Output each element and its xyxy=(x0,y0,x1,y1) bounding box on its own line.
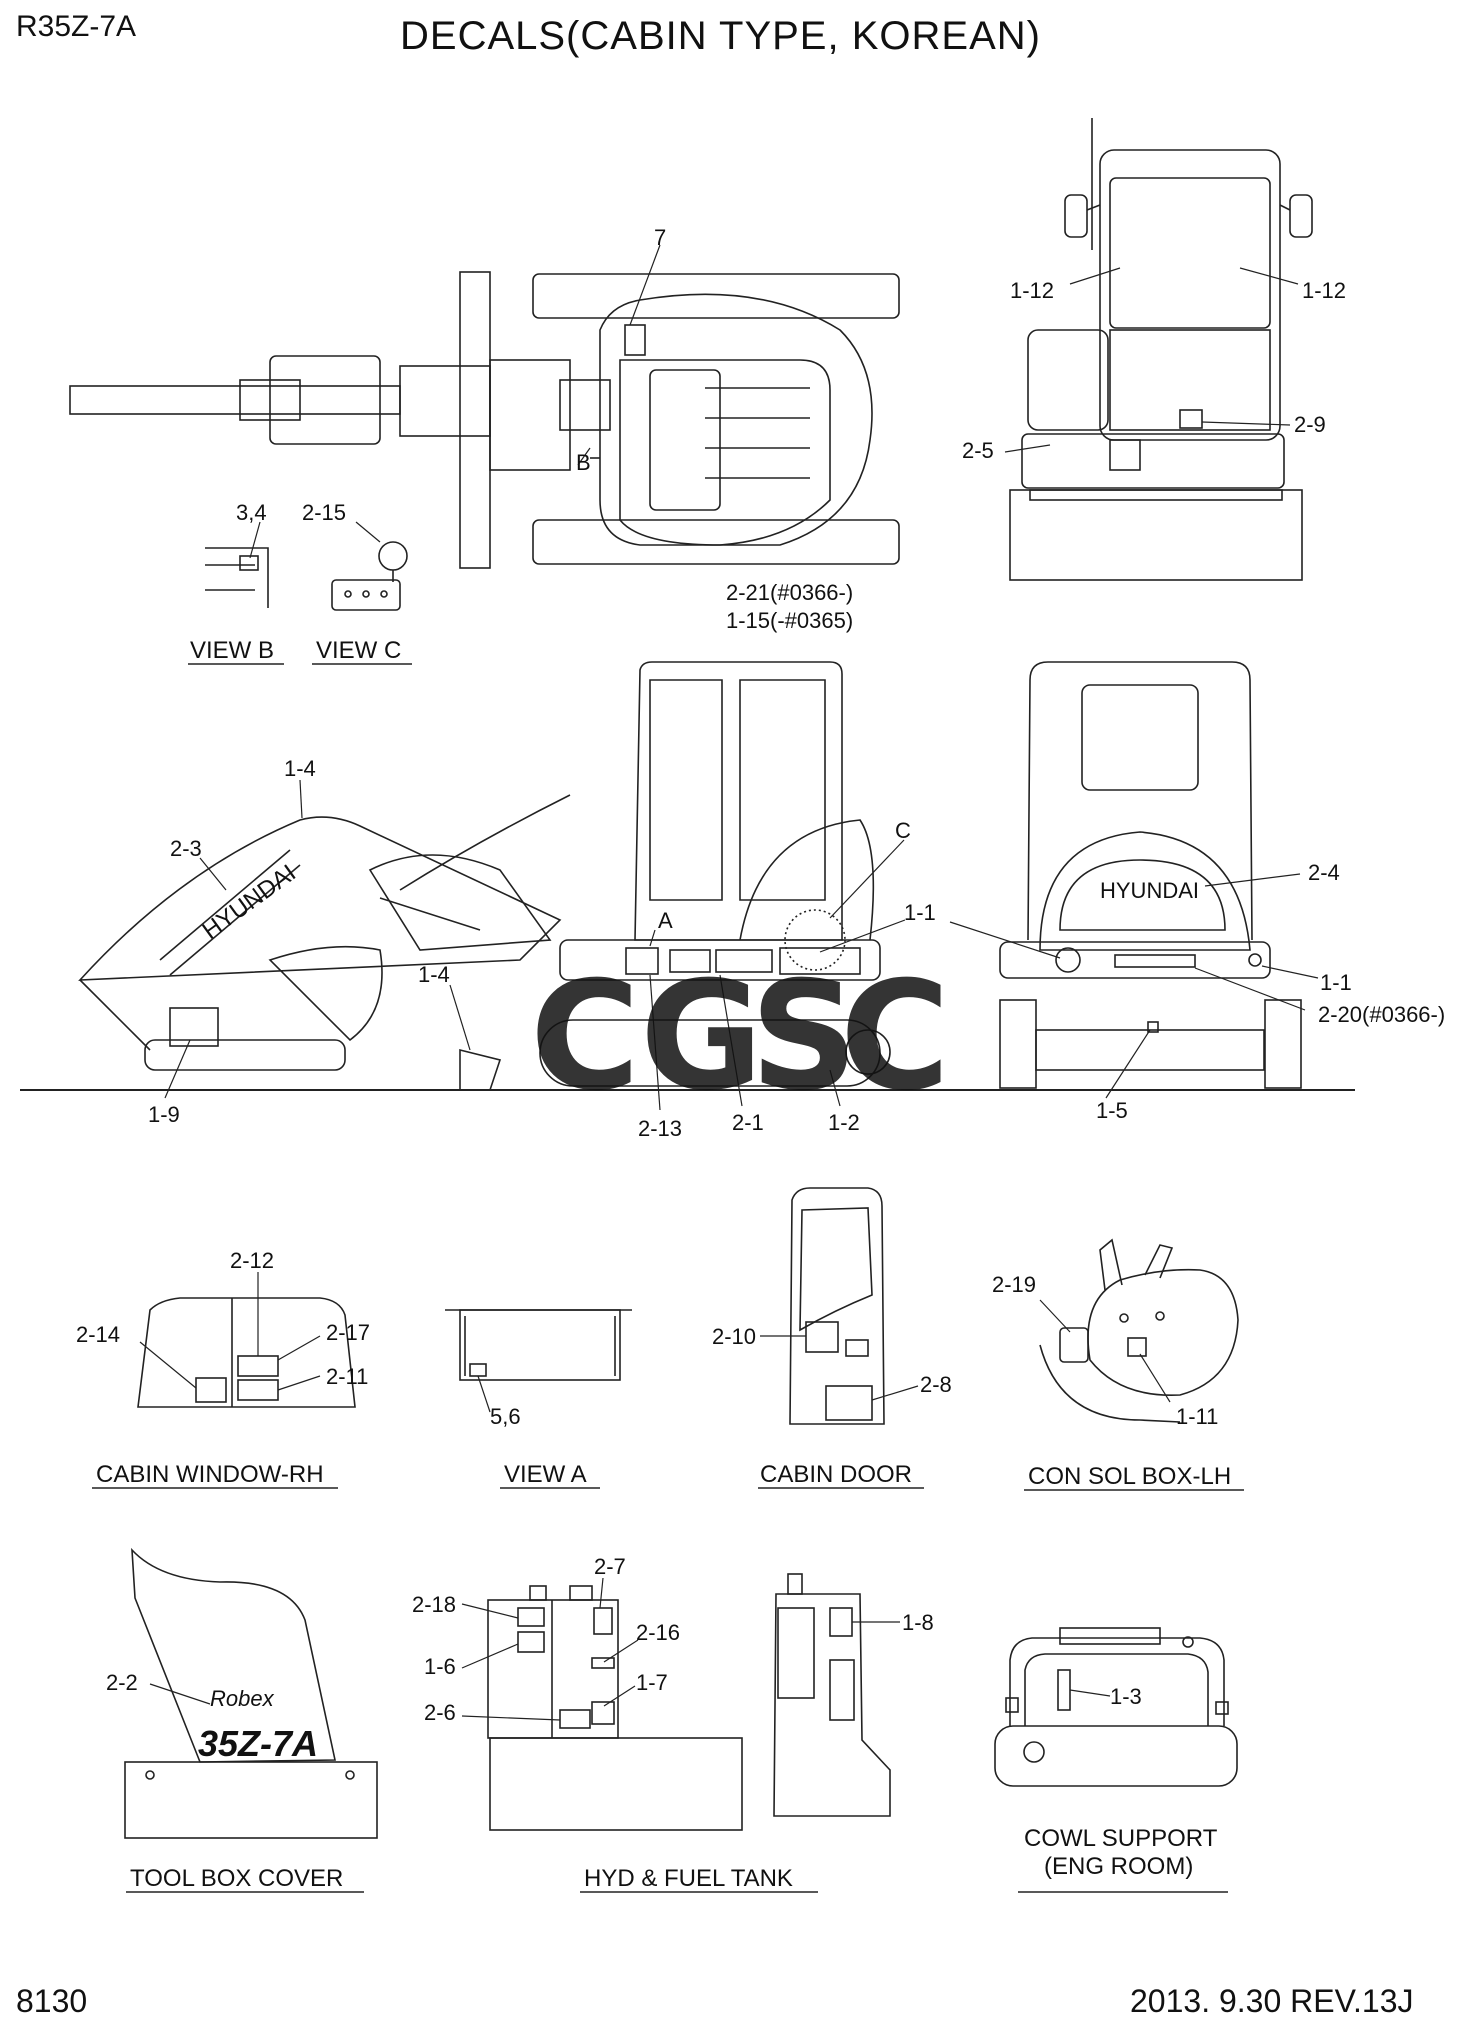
callout-2-7: 2-7 xyxy=(594,1554,626,1579)
callout-1-6: 1-6 xyxy=(424,1654,456,1679)
callout-2-12: 2-12 xyxy=(230,1248,274,1273)
callout-2-17: 2-17 xyxy=(326,1320,370,1345)
callout-2-9: 2-9 xyxy=(1294,412,1326,437)
revision-date: 2013. 9.30 REV.13J xyxy=(1130,1983,1414,2019)
callout-labels: 7 1-12 1-12 2-9 2-5 B 3,4 2-15 2-21(#036… xyxy=(76,225,1445,1725)
caption-cowl-support: COWL SUPPORT xyxy=(1024,1825,1218,1852)
view-c-detail xyxy=(331,541,408,611)
callout-2-21: 2-21(#0366-) xyxy=(726,580,853,605)
callout-1-12-right: 1-12 xyxy=(1302,278,1346,303)
callout-2-11: 2-11 xyxy=(326,1364,368,1389)
view-captions: VIEW B VIEW C CABIN WINDOW-RH VIEW A CAB… xyxy=(96,637,1231,1892)
console-box-lh xyxy=(1039,1238,1239,1423)
callout-2-6: 2-6 xyxy=(424,1700,456,1725)
callout-1-3: 1-3 xyxy=(1110,1684,1142,1709)
callout-1-4-bucket: 1-4 xyxy=(418,962,450,987)
caption-view-c: VIEW C xyxy=(316,637,401,664)
watermark-letter-4: C xyxy=(840,950,950,1124)
model-code: R35Z-7A xyxy=(16,10,137,43)
callout-2-4: 2-4 xyxy=(1308,860,1340,885)
callout-a: A xyxy=(658,908,673,933)
model-mark-text: 35Z-7A xyxy=(198,1723,318,1764)
hyd-tank-side xyxy=(773,1573,891,1817)
top-view-plan xyxy=(69,271,900,569)
caption-underlines xyxy=(92,663,1244,1893)
callout-2-5: 2-5 xyxy=(962,438,994,463)
watermark: C G S C xyxy=(530,950,950,1124)
tool-box-cover xyxy=(124,1547,378,1839)
front-view-cab xyxy=(1009,118,1313,581)
view-b-detail xyxy=(205,547,269,608)
callout-1-1-rear: 1-1 xyxy=(1320,970,1352,995)
caption-hyd-fuel: HYD & FUEL TANK xyxy=(584,1865,793,1892)
hyd-fuel-tank xyxy=(487,1585,743,1831)
callout-1-2: 1-2 xyxy=(828,1110,860,1135)
callout-2-8: 2-8 xyxy=(920,1372,952,1397)
boom-brand-text: HYUNDAI xyxy=(198,860,301,945)
callout-1-7: 1-7 xyxy=(636,1670,668,1695)
callout-c: C xyxy=(895,818,911,843)
watermark-letter-1: C xyxy=(530,950,640,1124)
page-title: DECALS(CABIN TYPE, KOREAN) xyxy=(400,14,1041,58)
callout-1-11: 1-11 xyxy=(1176,1404,1218,1429)
watermark-letter-3: S xyxy=(750,950,858,1124)
view-a-detail xyxy=(445,1309,632,1381)
callout-1-1-side: 1-1 xyxy=(904,900,936,925)
leader-lines xyxy=(139,244,1319,1721)
callout-2-19: 2-19 xyxy=(992,1272,1036,1297)
callout-7: 7 xyxy=(654,225,666,250)
callout-2-10: 2-10 xyxy=(712,1324,756,1349)
cabin-window-rh xyxy=(137,1297,356,1408)
callout-2-13: 2-13 xyxy=(638,1116,682,1141)
callout-2-15: 2-15 xyxy=(302,500,346,525)
callout-1-4-boom: 1-4 xyxy=(284,756,316,781)
callout-1-5: 1-5 xyxy=(1096,1098,1128,1123)
caption-cabin-window: CABIN WINDOW-RH xyxy=(96,1461,324,1488)
watermark-letter-2: G xyxy=(640,950,763,1124)
callout-1-12-left: 1-12 xyxy=(1010,278,1054,303)
caption-eng-room: (ENG ROOM) xyxy=(1044,1853,1193,1880)
callout-1-8: 1-8 xyxy=(902,1610,934,1635)
caption-cabin-door: CABIN DOOR xyxy=(760,1461,912,1488)
callout-3-4: 3,4 xyxy=(236,500,267,525)
callout-2-1: 2-1 xyxy=(732,1110,764,1135)
callout-b: B xyxy=(576,450,591,475)
callout-1-9: 1-9 xyxy=(148,1102,180,1127)
cowl-support xyxy=(994,1627,1238,1787)
callout-2-2: 2-2 xyxy=(106,1670,138,1695)
rear-view xyxy=(999,661,1302,1089)
callout-2-14: 2-14 xyxy=(76,1322,120,1347)
callout-2-18: 2-18 xyxy=(412,1592,456,1617)
rear-brand-text: HYUNDAI xyxy=(1100,878,1199,903)
callout-1-15: 1-15(-#0365) xyxy=(726,608,853,633)
caption-console-box: CON SOL BOX-LH xyxy=(1028,1463,1231,1490)
script-logo-text: Robex xyxy=(210,1686,275,1711)
callout-2-3: 2-3 xyxy=(170,836,202,861)
callout-2-20: 2-20(#0366-) xyxy=(1318,1002,1445,1027)
side-view-excavator xyxy=(20,661,1355,1091)
caption-tool-box: TOOL BOX COVER xyxy=(130,1865,343,1892)
caption-view-b: VIEW B xyxy=(190,637,274,664)
callout-5-6: 5,6 xyxy=(490,1404,521,1429)
caption-view-a: VIEW A xyxy=(504,1461,587,1488)
callout-2-16: 2-16 xyxy=(636,1620,680,1645)
page-number: 8130 xyxy=(16,1983,88,2019)
cabin-door xyxy=(789,1187,885,1425)
